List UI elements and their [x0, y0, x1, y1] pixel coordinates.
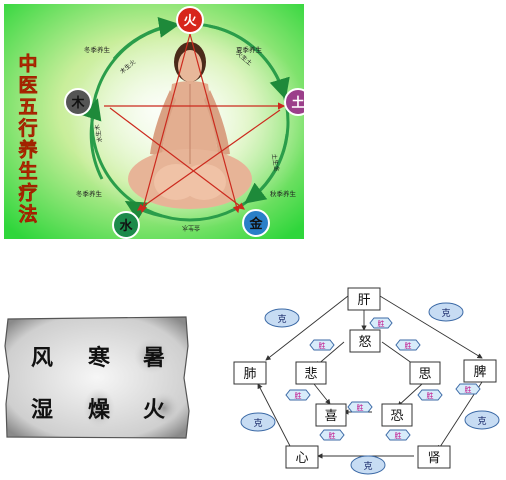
emotion-box-fear: 恐 — [381, 403, 413, 427]
organ-box-lung: 肺 — [233, 361, 267, 385]
win-tag: 胜 — [369, 317, 393, 329]
cycle-label: 水生木 — [93, 124, 104, 143]
element-node-fire: 火 — [176, 6, 204, 34]
svg-text:克: 克 — [253, 418, 262, 429]
svg-text:胜: 胜 — [295, 391, 302, 400]
svg-text:克: 克 — [363, 461, 372, 472]
organ-label: 肝 — [357, 293, 370, 308]
win-tag: 胜 — [285, 389, 311, 401]
climate-char: 暑 — [143, 346, 165, 371]
vertical-title-char: 医 — [18, 75, 37, 97]
win-tag: 胜 — [309, 339, 335, 351]
svg-text:胜: 胜 — [319, 341, 326, 350]
emotion-box-anger: 怒 — [349, 329, 381, 353]
organ-emotion-panel: 肝 肺 脾 心 肾 怒 悲 — [232, 280, 500, 476]
emotion-label: 喜 — [324, 409, 337, 424]
season-label: 冬季养生 — [84, 45, 111, 54]
organ-box-liver: 肝 — [347, 287, 381, 311]
vertical-title-char: 生 — [18, 160, 37, 183]
cycle-label: 土生金 — [270, 153, 281, 172]
win-tags: 胜 胜 胜 胜 胜 胜 胜 胜 胜 — [285, 317, 481, 441]
season-labels: 冬季养生 夏季养生 秋季养生 冬季养生 — [76, 45, 297, 198]
vertical-title-char: 疗 — [18, 181, 37, 204]
cycle-label: 金生水 — [182, 224, 200, 232]
svg-text:胜: 胜 — [427, 391, 434, 400]
win-tag: 胜 — [417, 389, 443, 401]
emotion-label: 怒 — [358, 335, 371, 350]
element-label: 火 — [183, 14, 197, 29]
emotion-label: 思 — [418, 367, 431, 382]
svg-text:胜: 胜 — [405, 341, 412, 350]
emotion-box-sorrow: 悲 — [295, 361, 327, 385]
element-label: 木 — [70, 95, 85, 111]
six-climates-tile: 风 寒 暑 湿 燥 火 — [4, 316, 190, 439]
vertical-title-char: 中 — [18, 52, 37, 75]
emotion-label: 恐 — [390, 409, 403, 424]
climate-char: 燥 — [88, 398, 111, 423]
element-node-metal: 金 — [242, 209, 270, 237]
organ-box-kidney: 肾 — [417, 445, 451, 469]
emotion-label: 悲 — [304, 366, 317, 382]
overcome-tag: 克 — [350, 455, 386, 475]
season-label: 冬季养生 — [76, 189, 103, 198]
win-tag: 胜 — [347, 401, 373, 413]
overcome-tag: 克 — [240, 412, 276, 432]
emotion-box-thought: 思 — [409, 361, 441, 385]
restraint-pentagram-arrows — [104, 33, 286, 214]
climate-char: 寒 — [88, 345, 110, 371]
win-tag: 胜 — [319, 429, 345, 441]
season-label: 夏季养生 — [236, 45, 263, 54]
season-label: 秋季养生 — [270, 189, 297, 198]
organ-label: 脾 — [473, 365, 486, 380]
svg-text:胜: 胜 — [465, 385, 472, 394]
overcome-tag: 克 — [428, 302, 464, 322]
vertical-title-char: 行 — [17, 117, 37, 140]
climate-char: 湿 — [31, 398, 53, 423]
element-node-water: 水 — [112, 211, 140, 239]
element-label: 金 — [248, 216, 263, 232]
vertical-title-char: 法 — [18, 203, 37, 226]
svg-text:胜: 胜 — [395, 431, 402, 440]
organ-label: 心 — [295, 451, 308, 466]
win-tag: 胜 — [455, 383, 481, 395]
organ-box-spleen: 脾 — [463, 359, 497, 383]
element-label: 土 — [291, 95, 304, 111]
five-elements-panel: 冬季养生 夏季养生 秋季养生 冬季养生 木生火 火生土 土生金 金生水 水生木 … — [4, 4, 312, 239]
organ-emotion-diagram: 肝 肺 脾 心 肾 怒 悲 — [233, 287, 500, 475]
element-label: 水 — [119, 218, 133, 234]
svg-text:克: 克 — [441, 308, 450, 319]
svg-text:克: 克 — [277, 314, 286, 325]
element-node-wood: 木 — [64, 88, 92, 116]
svg-text:胜: 胜 — [329, 431, 336, 440]
svg-text:胜: 胜 — [357, 403, 364, 412]
overcome-tag: 克 — [464, 410, 500, 430]
element-node-earth: 土 — [284, 88, 312, 116]
win-tag: 胜 — [385, 429, 411, 441]
overcome-tags: 克 克 克 克 克 — [240, 302, 500, 475]
win-tag: 胜 — [395, 339, 421, 351]
vertical-title-char: 五 — [18, 96, 37, 118]
overcome-tag: 克 — [264, 308, 300, 328]
five-elements-diagram: 冬季养生 夏季养生 秋季养生 冬季养生 木生火 火生土 土生金 金生水 水生木 … — [4, 4, 312, 239]
climate-char: 风 — [31, 346, 53, 371]
svg-text:胜: 胜 — [378, 319, 385, 328]
climate-char: 火 — [143, 398, 165, 423]
vertical-title-char: 养 — [17, 138, 37, 161]
six-climates-panel: 风 寒 暑 湿 燥 火 — [4, 316, 190, 440]
svg-text:克: 克 — [477, 416, 486, 427]
organ-box-heart: 心 — [285, 445, 319, 469]
emotion-box-joy: 喜 — [315, 403, 347, 427]
organ-label: 肺 — [243, 367, 256, 382]
organ-label: 肾 — [427, 451, 440, 466]
